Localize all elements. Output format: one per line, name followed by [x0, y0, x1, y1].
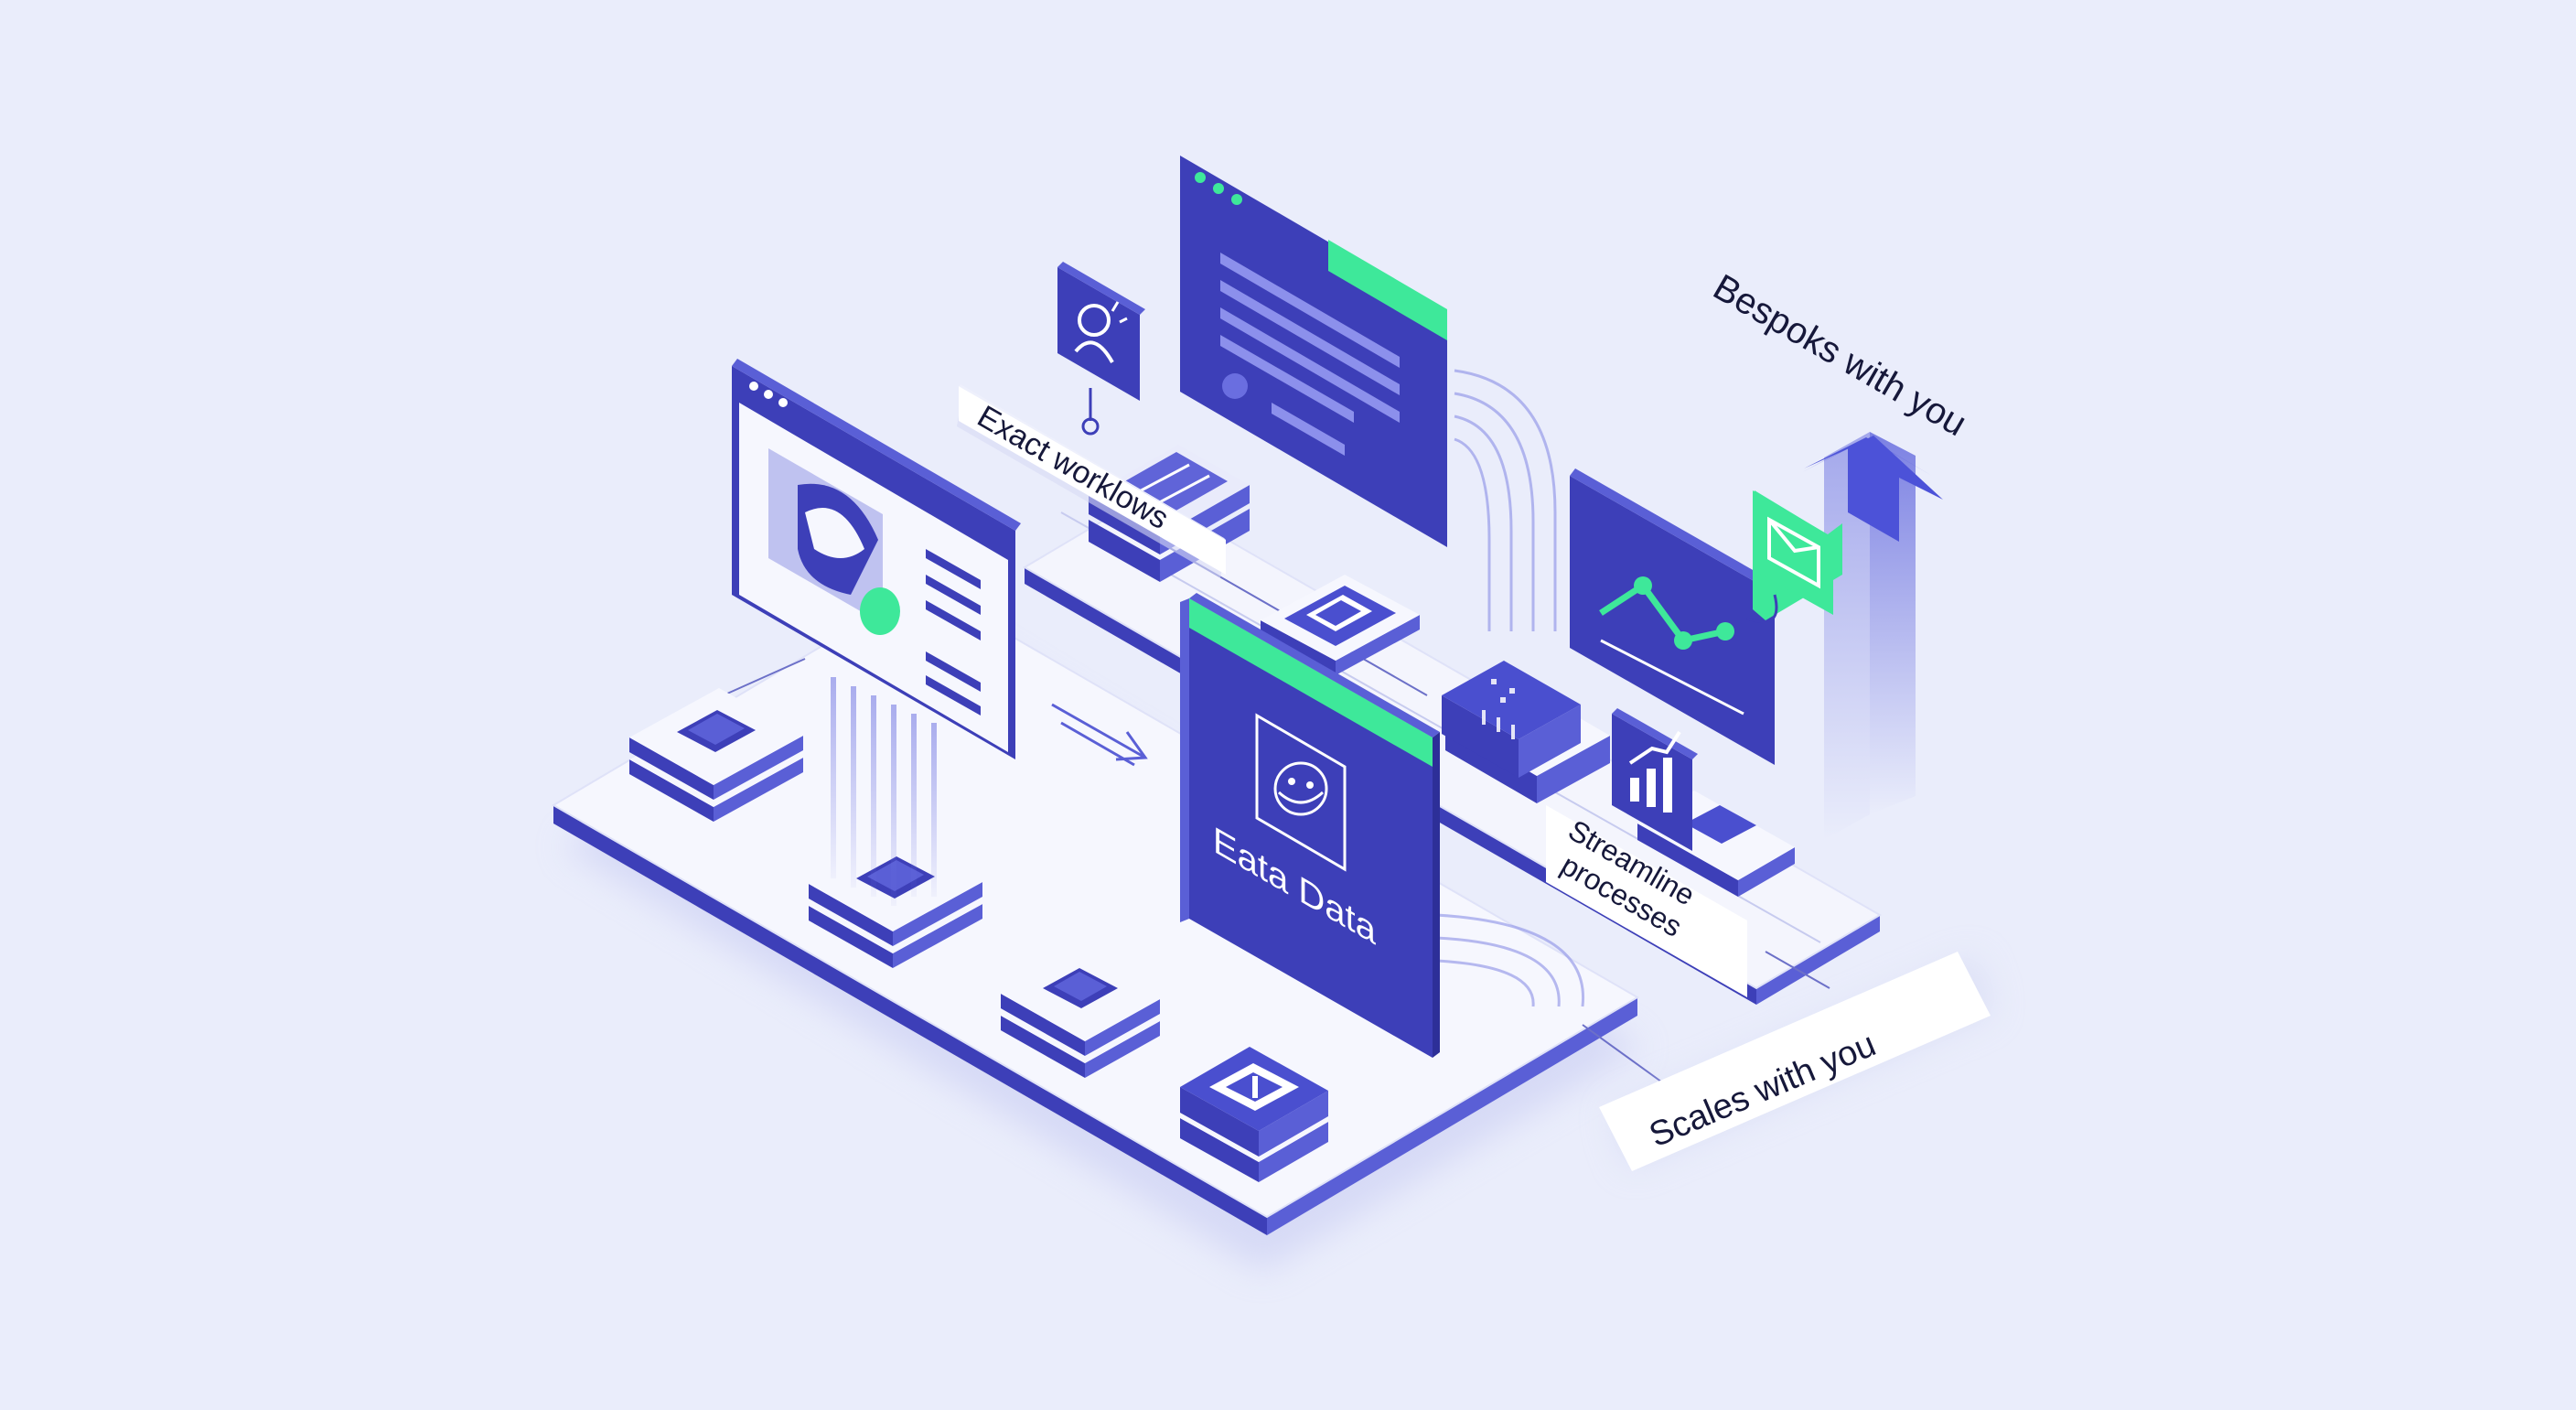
- donut-chart-graphic: [768, 448, 900, 635]
- upward-arrow-icon: [1802, 432, 1943, 840]
- bar-chart-icon: [1628, 730, 1681, 813]
- browser-window-top: [1180, 156, 1447, 547]
- stack-chip: [1261, 575, 1420, 675]
- stack-left-1: [629, 688, 803, 822]
- signal-waves: [1435, 369, 1585, 1007]
- line-chart-graphic: [1599, 576, 1744, 716]
- label-scales-with-you: Scales with you: [1599, 952, 1994, 1171]
- face-icon: [1255, 713, 1347, 872]
- stack-left-3: [1001, 952, 1160, 1078]
- stack-server: [1442, 661, 1610, 803]
- user-icon: [1074, 301, 1128, 363]
- email-icon-tile: [1746, 490, 1842, 624]
- label-bespoke: Bespoks with you: [1707, 267, 1974, 445]
- line-chart-window: [1570, 468, 1780, 765]
- flow-arrow: [1051, 703, 1148, 767]
- stack-front: [1180, 1047, 1328, 1182]
- light-beams: [831, 677, 937, 906]
- bar-chart-icon-tile: [1612, 708, 1698, 851]
- text-lines-graphic: [1220, 253, 1400, 423]
- dashboard-window-left: [732, 359, 1021, 759]
- chip-icon: [1306, 595, 1372, 631]
- text-lines-graphic: [926, 549, 981, 716]
- email-icon: [1767, 516, 1820, 589]
- grid-icon: [1209, 1063, 1299, 1111]
- user-icon-tile: [1057, 262, 1145, 436]
- central-data-card: Eata Data: [1180, 593, 1440, 1058]
